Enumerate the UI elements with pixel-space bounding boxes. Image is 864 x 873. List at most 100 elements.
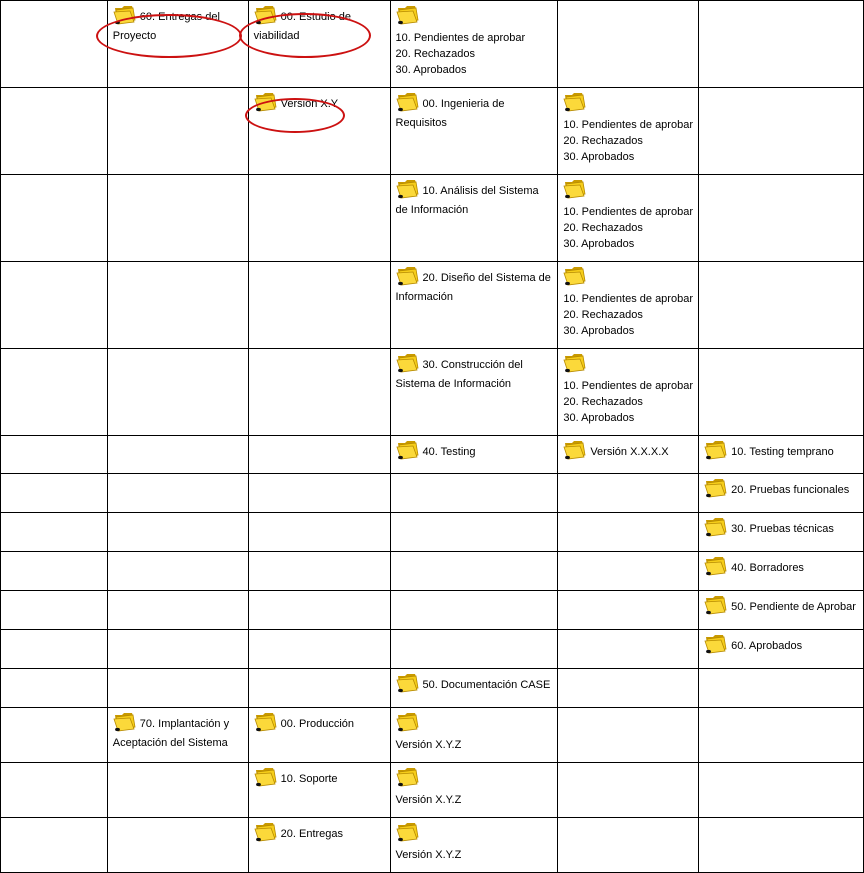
subfolder-item[interactable]: 10. Pendientes de aprobar <box>563 206 693 218</box>
table-cell <box>106 629 249 669</box>
folder-icon[interactable] <box>563 264 587 286</box>
subfolder-item[interactable]: 20. Rechazados <box>563 309 643 321</box>
table-cell: 00. Ingenieria de Requisitos <box>389 87 559 175</box>
table-cell <box>106 590 249 630</box>
table-cell <box>247 174 391 262</box>
folder-label[interactable]: 60. Aprobados <box>731 639 803 652</box>
table-cell <box>557 551 700 591</box>
folder-icon[interactable] <box>254 710 278 732</box>
table-cell <box>557 512 700 552</box>
folder-label[interactable]: Versión X.X.X.X <box>590 445 669 458</box>
table-cell: 10. Pendientes de aprobar 20. Rechazados 3… <box>557 261 700 349</box>
folder-icon[interactable] <box>395 820 420 842</box>
subfolder-item[interactable]: 20. Rechazados <box>563 396 643 408</box>
folder-label[interactable]: 10. Soporte <box>280 772 338 785</box>
folder-icon[interactable] <box>395 438 420 460</box>
folder-label[interactable]: 10. Análisis del Sistema de Información <box>395 184 539 216</box>
subfolder-item[interactable]: Versión X.Y.Z <box>395 849 462 861</box>
subfolder-item[interactable]: 30. Aprobados <box>563 238 635 250</box>
folder-icon[interactable] <box>563 177 587 199</box>
folder-icon[interactable] <box>563 351 587 373</box>
folder-icon[interactable] <box>563 438 587 460</box>
subfolder-item[interactable]: 20. Rechazados <box>563 135 643 147</box>
folder-icon[interactable] <box>395 710 420 732</box>
subfolder-item[interactable]: 20. Rechazados <box>563 222 643 234</box>
folder-icon[interactable] <box>704 515 728 537</box>
folder-label[interactable]: 00. Producción <box>280 717 355 730</box>
folder-label[interactable]: 50. Pendiente de Aprobar <box>731 600 856 613</box>
folder-label[interactable]: 70. Implantación y Aceptación del Sistem… <box>112 717 230 749</box>
table-cell: Versión X.Y <box>247 87 391 175</box>
table-cell: 00. Producción <box>247 707 391 763</box>
subfolder-item[interactable]: 30. Aprobados <box>563 151 635 163</box>
folder-icon[interactable] <box>395 177 420 199</box>
table-cell <box>557 817 700 873</box>
subfolder-item[interactable]: 10. Pendientes de aprobar <box>563 119 693 131</box>
table-cell <box>698 174 864 262</box>
folder-icon[interactable] <box>113 710 137 732</box>
folder-icon[interactable] <box>395 765 420 787</box>
table-cell: 10. Pendientes de aprobar 20. Rechazados 3… <box>557 174 700 262</box>
subfolder-item[interactable]: 30. Aprobados <box>563 325 635 337</box>
folder-icon[interactable] <box>395 3 420 25</box>
folder-label[interactable]: 00. Ingenieria de Requisitos <box>395 97 505 129</box>
table-cell <box>106 87 249 175</box>
table-cell: 60. Entregas del Proyecto <box>106 0 249 88</box>
folder-label[interactable]: 20. Diseño del Sistema de Información <box>395 271 551 303</box>
table-cell: Versión X.X.X.X <box>557 435 700 474</box>
folder-icon[interactable] <box>395 264 420 286</box>
subfolder-item[interactable]: 30. Aprobados <box>563 412 635 424</box>
folder-icon[interactable] <box>254 765 278 787</box>
folder-icon[interactable] <box>704 593 728 615</box>
subfolder-item[interactable]: 10. Pendientes de aprobar <box>563 380 693 392</box>
table-cell <box>106 668 249 708</box>
folder-label[interactable]: 60. Entregas del Proyecto <box>112 10 220 42</box>
subfolder-item[interactable]: Versión X.Y.Z <box>395 794 462 806</box>
folder-label[interactable]: 40. Borradores <box>731 561 804 574</box>
table-cell: 50. Documentación CASE <box>389 668 559 708</box>
table-cell: 40. Borradores <box>698 551 864 591</box>
folder-icon[interactable] <box>563 90 587 112</box>
folder-icon[interactable] <box>704 476 728 498</box>
table-cell <box>247 512 391 552</box>
folder-label[interactable]: 20. Entregas <box>280 827 344 840</box>
subfolder-item[interactable]: 10. Pendientes de aprobar <box>395 32 526 44</box>
table-cell <box>0 668 108 708</box>
table-cell <box>0 817 108 873</box>
table-cell: Versión X.Y.Z <box>389 817 559 873</box>
folder-label[interactable]: 30. Pruebas técnicas <box>731 522 834 535</box>
table-cell <box>0 512 108 552</box>
table-cell <box>0 87 108 175</box>
table-cell <box>0 473 108 513</box>
table-cell <box>698 668 864 708</box>
subfolder-list: Versión X.Y.Z <box>396 847 554 863</box>
table-cell <box>557 668 700 708</box>
folder-icon[interactable] <box>395 90 420 112</box>
subfolder-item[interactable]: 20. Rechazados <box>395 48 476 60</box>
folder-label[interactable]: 10. Testing temprano <box>731 445 834 458</box>
table-cell <box>698 261 864 349</box>
folder-icon[interactable] <box>704 632 728 654</box>
folder-icon[interactable] <box>395 671 420 693</box>
folder-icon[interactable] <box>254 820 278 842</box>
folder-label[interactable]: Versión X.Y <box>280 97 339 110</box>
table-cell <box>106 174 249 262</box>
table-cell <box>0 174 108 262</box>
folder-icon[interactable] <box>704 438 728 460</box>
folder-icon[interactable] <box>254 3 278 25</box>
subfolder-item[interactable]: Versión X.Y.Z <box>395 739 462 751</box>
table-row: 60. Aprobados <box>0 629 864 669</box>
table-cell: Versión X.Y.Z <box>389 707 559 763</box>
folder-label[interactable]: 30. Construcción del Sistema de Informac… <box>395 358 523 390</box>
subfolder-item[interactable]: 30. Aprobados <box>395 64 467 76</box>
subfolder-list: 10. Pendientes de aprobar 20. Rechazados 3… <box>396 30 554 78</box>
table-cell <box>0 629 108 669</box>
subfolder-item[interactable]: 10. Pendientes de aprobar <box>563 293 693 305</box>
folder-icon[interactable] <box>113 3 137 25</box>
folder-label[interactable]: 50. Documentación CASE <box>422 678 551 691</box>
folder-icon[interactable] <box>704 554 728 576</box>
folder-icon[interactable] <box>254 90 278 112</box>
folder-label[interactable]: 40. Testing <box>422 445 476 458</box>
folder-icon[interactable] <box>395 351 420 373</box>
folder-label[interactable]: 20. Pruebas funcionales <box>731 483 850 496</box>
